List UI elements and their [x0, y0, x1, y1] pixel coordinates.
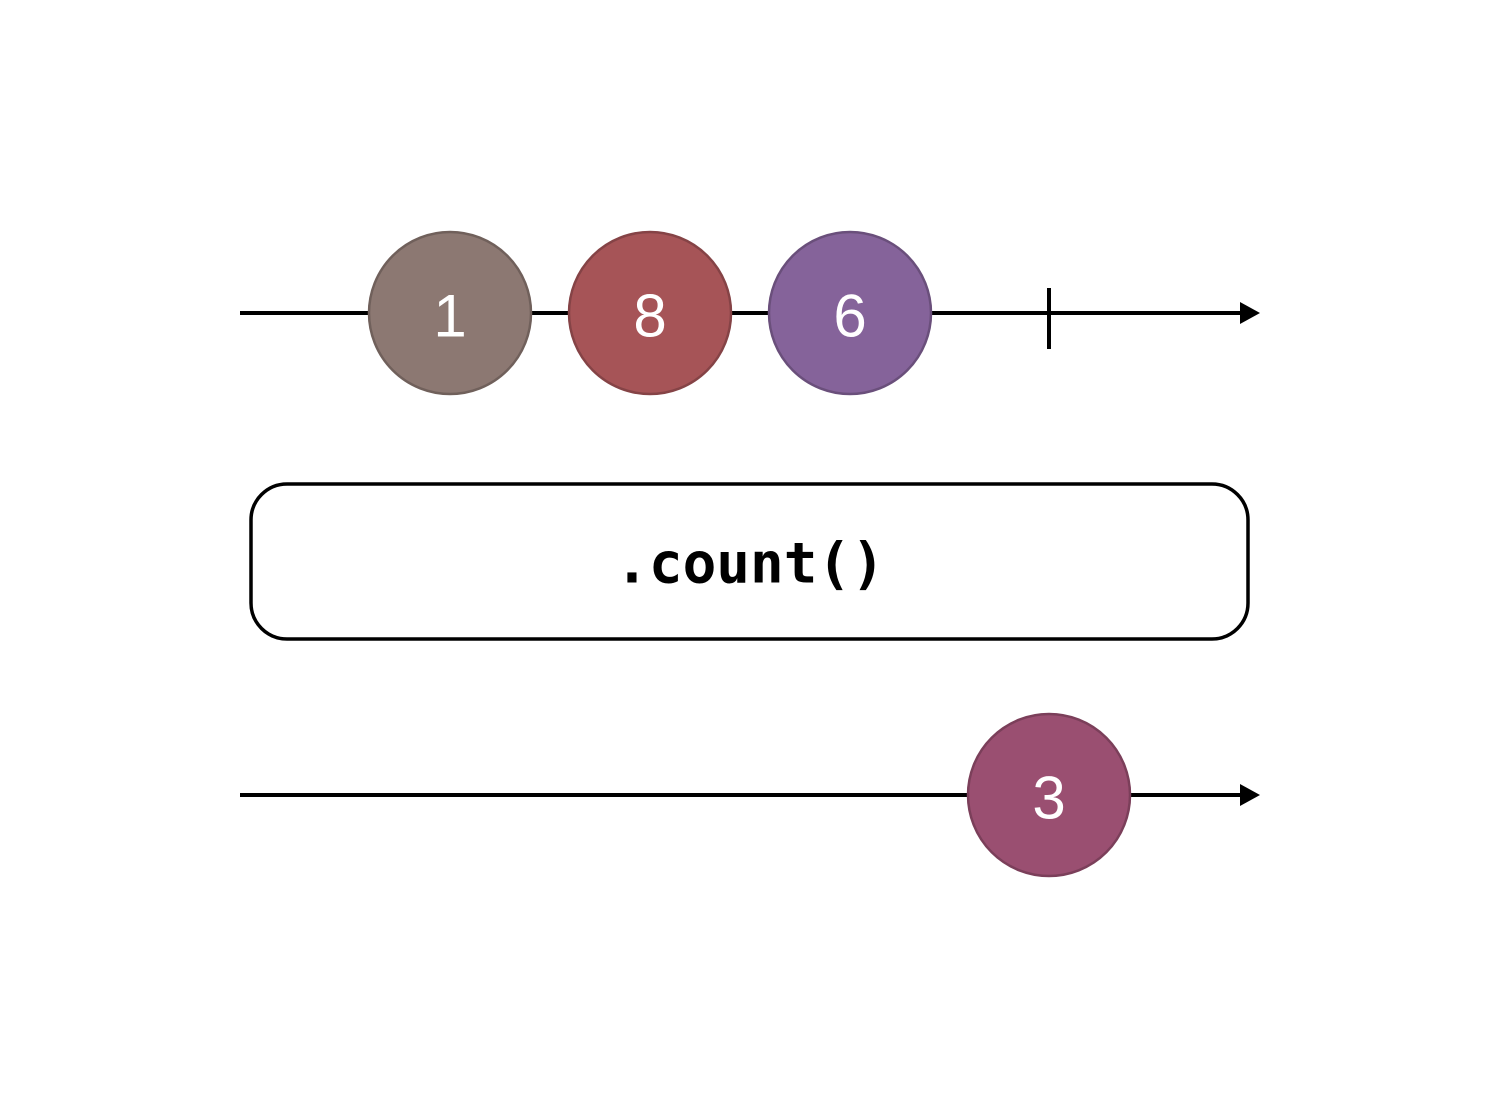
input-marble: 6 [767, 230, 933, 396]
input-marble-value: 1 [433, 283, 466, 350]
input-marbles: 1 8 6 [367, 230, 933, 396]
input-marble-circle [567, 230, 733, 396]
input-timeline: 1 8 6 [240, 230, 1260, 396]
input-marble-circle [767, 230, 933, 396]
input-marble-circle [367, 230, 533, 396]
input-marble: 8 [567, 230, 733, 396]
input-marble-value: 6 [833, 283, 866, 350]
input-marble: 1 [367, 230, 533, 396]
operator-label: .count() [615, 532, 885, 597]
output-marble: 3 [966, 712, 1132, 878]
output-marbles: 3 [966, 712, 1132, 878]
operator-box-border [249, 482, 1250, 641]
output-timeline-arrowhead [1240, 784, 1260, 806]
operator-box: .count() [249, 482, 1250, 641]
input-timeline-arrowhead [1240, 302, 1260, 324]
input-marble-value: 8 [633, 283, 666, 350]
output-marble-circle [966, 712, 1132, 878]
output-timeline: 3 [240, 712, 1260, 878]
output-marble-value: 3 [1032, 765, 1065, 832]
